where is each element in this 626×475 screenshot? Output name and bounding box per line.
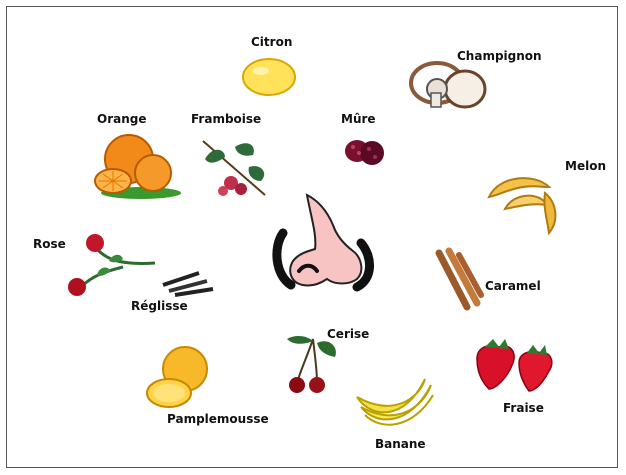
label-caramel: Caramel bbox=[485, 279, 541, 293]
cherry-icon bbox=[283, 333, 343, 395]
label-pamplemousse: Pamplemousse bbox=[167, 412, 269, 426]
label-fraise: Fraise bbox=[503, 401, 544, 415]
label-reglisse: Réglisse bbox=[131, 299, 188, 313]
mushroom-icon bbox=[407, 59, 491, 113]
strawberry-icon bbox=[471, 337, 555, 393]
aroma-wheel-frame: Citron Champignon Orange Framboise Mûre bbox=[6, 6, 618, 468]
licorice-icon bbox=[159, 271, 215, 297]
label-orange: Orange bbox=[97, 112, 147, 126]
label-banane: Banane bbox=[375, 437, 426, 451]
blackberry-icon bbox=[343, 133, 385, 169]
grapefruit-icon bbox=[143, 345, 215, 411]
lemon-icon bbox=[239, 55, 301, 99]
orange-icon bbox=[89, 129, 185, 201]
label-rose: Rose bbox=[33, 237, 66, 251]
label-mure: Mûre bbox=[341, 112, 376, 126]
nose-icon bbox=[269, 187, 381, 295]
rose-icon bbox=[63, 231, 159, 301]
label-melon: Melon bbox=[565, 159, 606, 173]
label-citron: Citron bbox=[251, 35, 292, 49]
label-framboise: Framboise bbox=[191, 112, 261, 126]
melon-icon bbox=[483, 169, 565, 239]
raspberry-icon bbox=[195, 131, 277, 203]
caramel-icon bbox=[431, 247, 487, 313]
banana-icon bbox=[353, 371, 435, 429]
